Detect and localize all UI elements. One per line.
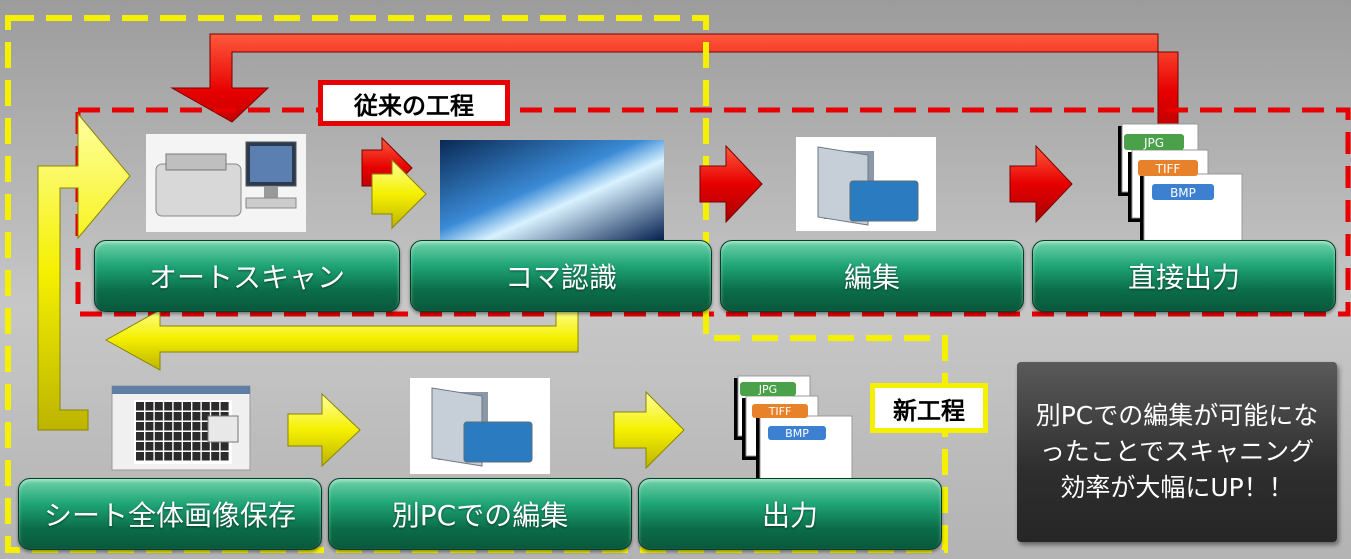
grid-cell [220, 402, 229, 411]
jpg-badge-2: JPG [758, 383, 777, 396]
grid-cell [136, 412, 144, 421]
yellow-down-arrow [104, 305, 579, 371]
grid-cell [173, 402, 182, 411]
grid-cell [164, 442, 173, 451]
new-process-frame [5, 15, 948, 553]
grid-cell [173, 412, 182, 421]
grid-cell [173, 452, 182, 461]
grid-cell [173, 432, 182, 441]
file-stack-icon-2: JPG TIFF BMP [734, 375, 853, 494]
grid-cell [154, 422, 163, 431]
grid-cell [183, 432, 191, 441]
scanner-icon [146, 134, 306, 232]
grid-cell [164, 452, 173, 461]
grid-cell [201, 432, 210, 441]
bmp-badge-2: BMP [785, 427, 809, 440]
grid-cell [183, 402, 191, 411]
grid-cell [154, 452, 163, 461]
grid-cell [201, 402, 210, 411]
grid-cell [136, 432, 144, 441]
grid-cell [164, 422, 173, 431]
grid-cell [183, 422, 191, 431]
grid-cell [154, 432, 163, 441]
spreadsheet-screenshot [111, 385, 251, 471]
grid-cell [164, 412, 173, 421]
red-chevron-2 [699, 144, 763, 224]
conventional-frame [75, 107, 1351, 317]
grid-cell [201, 442, 210, 451]
step-save-sheet-image: シート全体画像保存 [18, 478, 322, 550]
step-direct-output: 直接出力 [1032, 240, 1336, 312]
grid-cell [192, 452, 201, 461]
grid-cell [145, 412, 154, 421]
grid-cell [164, 402, 173, 411]
step-frame-recognition: コマ認識 [410, 240, 712, 312]
grid-cell [201, 412, 210, 421]
grid-cell [136, 422, 144, 431]
grid-cell [192, 402, 201, 411]
yellow-chevron-3 [613, 390, 685, 470]
grid-cell [220, 442, 229, 451]
grid-cell [145, 422, 154, 431]
grid-cell [154, 442, 163, 451]
folder-monitor-icon [796, 137, 936, 231]
grid-cell [220, 452, 229, 461]
step-edit-other-pc: 別PCでの編集 [328, 478, 632, 550]
step-output: 出力 [638, 478, 942, 550]
step-auto-scan: オートスキャン [94, 240, 400, 312]
grid-cell [201, 452, 210, 461]
grid-cell [192, 412, 201, 421]
red-chevron-3 [1009, 144, 1073, 224]
efficiency-note: 別PCでの編集が可能になったことでスキャニング効率が大幅にUP！！ [1017, 362, 1337, 542]
new-process-label: 新工程 [870, 383, 988, 433]
grid-cell [154, 402, 163, 411]
grid-cell [145, 442, 154, 451]
grid-cell [211, 442, 220, 451]
yellow-chevron-1 [371, 158, 427, 230]
tiff-badge: TIFF [1155, 162, 1181, 176]
grid-cell [183, 442, 191, 451]
grid-cell [154, 412, 163, 421]
tiff-badge-2: TIFF [768, 405, 792, 418]
grid-cell [192, 422, 201, 431]
conventional-label: 従来の工程 [318, 80, 510, 126]
red-return-arrow [170, 33, 1179, 151]
grid-cell [211, 402, 220, 411]
yellow-chevron-2 [287, 392, 361, 468]
bmp-badge: BMP [1170, 186, 1196, 200]
grid-cell [136, 442, 144, 451]
grid-cell [173, 442, 182, 451]
grid-cell [201, 422, 210, 431]
step-edit: 編集 [720, 240, 1024, 312]
grid-cell [145, 452, 154, 461]
grid-cell [183, 412, 191, 421]
grid-cell [173, 422, 182, 431]
grid-cell [183, 452, 191, 461]
yellow-loop-arrow [37, 112, 131, 431]
data-stream-image [440, 140, 664, 240]
grid-cell [145, 432, 154, 441]
grid-cell [145, 402, 154, 411]
grid-cell [136, 402, 144, 411]
grid-cell [192, 432, 201, 441]
grid-cell [164, 432, 173, 441]
grid-cell [211, 452, 220, 461]
grid-cell [136, 452, 144, 461]
grid-cell [192, 442, 201, 451]
file-stack-icon: JPG TIFF BMP [1118, 123, 1243, 258]
folder-monitor-icon-2 [410, 378, 550, 474]
jpg-badge: JPG [1143, 136, 1164, 150]
